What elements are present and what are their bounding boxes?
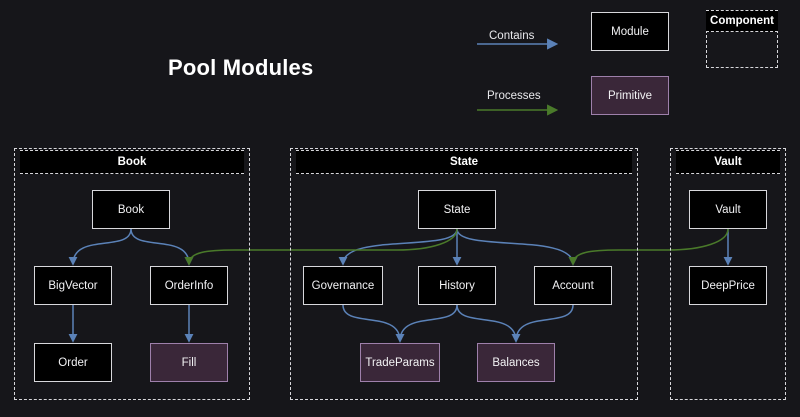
group-label-state: State xyxy=(296,150,632,174)
node-deepprice[interactable]: DeepPrice xyxy=(689,266,767,305)
node-governance[interactable]: Governance xyxy=(303,266,383,305)
node-tradeparams[interactable]: TradeParams xyxy=(360,343,440,382)
node-fill[interactable]: Fill xyxy=(150,343,228,382)
legend-processes-label: Processes xyxy=(487,90,541,102)
node-bigvector[interactable]: BigVector xyxy=(34,266,112,305)
node-orderinfo[interactable]: OrderInfo xyxy=(150,266,228,305)
group-label-book: Book xyxy=(20,150,244,174)
legend-module-box: Module xyxy=(591,12,669,51)
page-title: Pool Modules xyxy=(168,55,314,80)
legend-contains-label: Contains xyxy=(489,30,535,42)
node-order[interactable]: Order xyxy=(34,343,112,382)
node-history[interactable]: History xyxy=(418,266,496,305)
node-balances[interactable]: Balances xyxy=(477,343,555,382)
node-state[interactable]: State xyxy=(418,190,496,229)
group-container-vault xyxy=(670,148,786,400)
legend-component-label: Component xyxy=(706,10,778,32)
node-account[interactable]: Account xyxy=(534,266,612,305)
legend-primitive-box: Primitive xyxy=(591,76,669,115)
node-vault[interactable]: Vault xyxy=(689,190,767,229)
node-book[interactable]: Book xyxy=(92,190,170,229)
group-container-book xyxy=(14,148,250,400)
group-container-state xyxy=(290,148,638,400)
group-label-vault: Vault xyxy=(676,150,780,174)
